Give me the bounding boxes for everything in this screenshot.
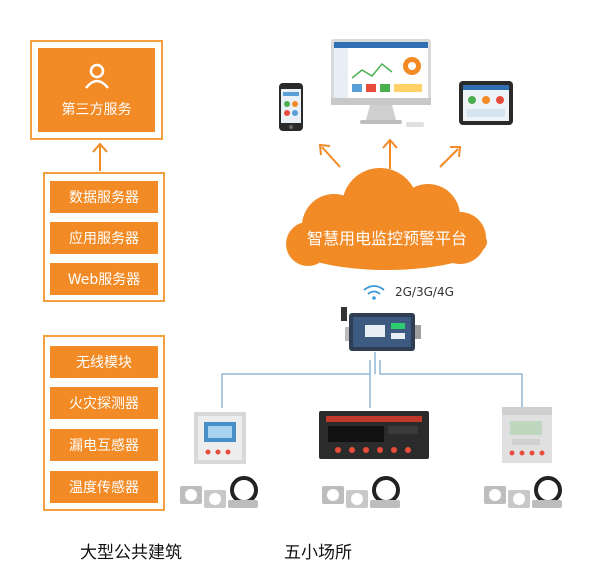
electrical-meter-2-icon xyxy=(319,411,429,459)
current-transformers-1-icon xyxy=(180,476,258,508)
sensor-leakage-box: 漏电互感器 xyxy=(50,429,158,461)
third-party-label: 第三方服务 xyxy=(61,102,132,118)
electrical-meter-3-icon xyxy=(502,407,552,463)
server-app-box: 应用服务器 xyxy=(50,222,158,254)
sensor-wireless-box: 无线模块 xyxy=(50,346,158,378)
third-party-service-box: 第三方服务 xyxy=(38,48,155,132)
desktop-monitor-icon xyxy=(331,39,431,127)
cloud-platform-icon xyxy=(286,168,487,270)
arrow-up-icon xyxy=(92,142,108,171)
network-label: 2G/3G/4G xyxy=(395,285,454,299)
electrical-meter-1-icon xyxy=(194,412,246,464)
server-web-box: Web服务器 xyxy=(50,263,158,295)
server-data-box: 数据服务器 xyxy=(50,181,158,213)
wireless-gateway-icon xyxy=(341,307,421,351)
cloud-to-devices-arrows xyxy=(318,138,462,169)
third-party-panel: 第三方服务 xyxy=(30,40,163,140)
smartphone-icon xyxy=(279,83,303,131)
sensor-fire-box: 火灾探测器 xyxy=(50,387,158,419)
caption-large-public-building: 大型公共建筑 xyxy=(80,543,182,563)
sensors-panel: 无线模块 火灾探测器 漏电互感器 温度传感器 xyxy=(43,335,165,511)
caption-small-venues: 五小场所 xyxy=(284,543,352,563)
wifi-icon xyxy=(363,285,385,300)
current-transformers-2-icon xyxy=(322,476,400,508)
tablet-icon xyxy=(459,81,513,125)
gateway-connection-lines xyxy=(221,352,523,408)
sensor-temperature-box: 温度传感器 xyxy=(50,471,158,503)
current-transformers-3-icon xyxy=(484,476,562,508)
user-icon xyxy=(84,63,109,89)
cloud-platform-label: 智慧用电监控预警平台 xyxy=(306,229,467,248)
servers-panel: 数据服务器 应用服务器 Web服务器 xyxy=(43,172,165,302)
